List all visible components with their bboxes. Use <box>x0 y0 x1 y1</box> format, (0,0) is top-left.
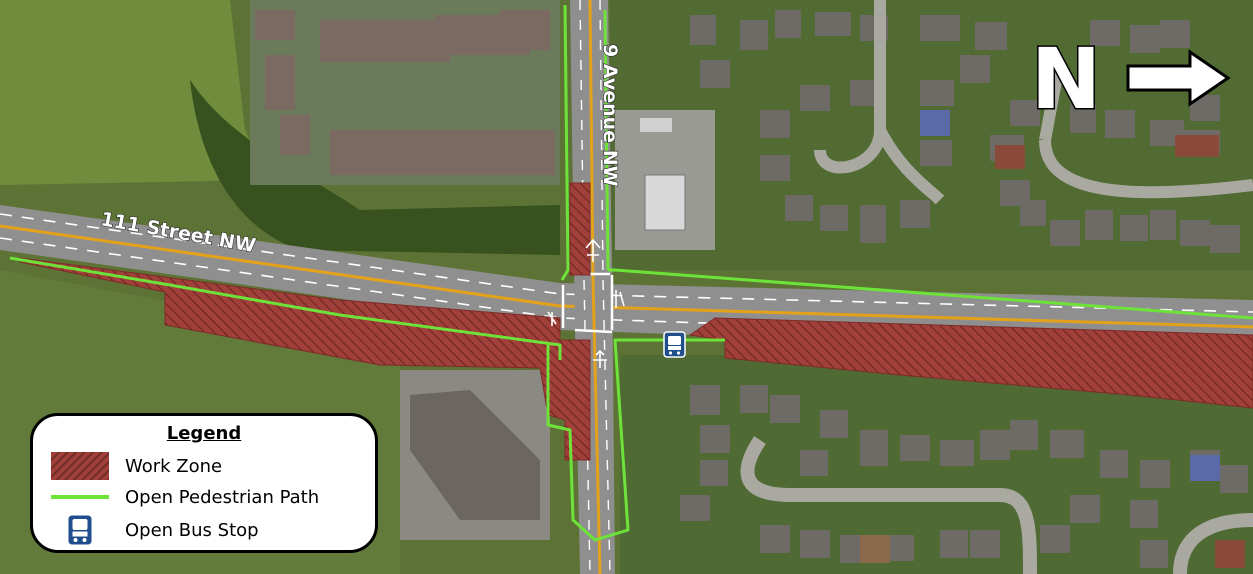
work-zone-north[interactable] <box>569 182 591 276</box>
legend-item-work-zone: Work Zone <box>51 451 222 481</box>
work-zone-swatch <box>51 452 109 480</box>
north-arrow: N <box>1029 29 1240 130</box>
houses-north <box>690 10 1240 253</box>
traffic-direction-markers <box>547 238 625 368</box>
bus-icon <box>51 515 109 545</box>
north-letter: N <box>1031 40 1101 115</box>
bus-stop-marker[interactable] <box>663 331 686 358</box>
arrow-right-icon <box>1126 49 1231 107</box>
pedestrian-path-avenue-west-north[interactable] <box>560 4 570 281</box>
legend-label: Work Zone <box>125 455 223 477</box>
pedestrian-path-street-north-east[interactable] <box>608 268 1253 320</box>
pedestrian-path-street-south-west[interactable] <box>9 256 562 360</box>
legend-item-pedestrian-path: Open Pedestrian Path <box>51 482 319 512</box>
work-zones[interactable] <box>19 182 1253 461</box>
tree-belt <box>190 80 560 255</box>
pedestrian-path-avenue-east-north[interactable] <box>603 9 610 271</box>
residential-streets-south <box>740 436 1253 574</box>
residential-streets-north <box>814 0 1253 205</box>
gas-station-canopy <box>644 174 686 231</box>
legend-label: Open Pedestrian Path <box>125 486 320 508</box>
legend-label: Open Bus Stop <box>125 519 259 541</box>
street-111-road <box>0 205 1253 355</box>
houses-south <box>680 385 1248 568</box>
legend-title: Legend <box>166 423 242 444</box>
avenue-9-label: 9 Avenue NW <box>599 44 621 187</box>
work-zone-east[interactable] <box>688 317 1253 409</box>
townhouses <box>255 10 555 175</box>
work-zone-west[interactable] <box>19 257 591 461</box>
gas-station-kiosk <box>640 118 672 132</box>
commercial-building <box>410 390 540 520</box>
pedestrian-paths[interactable] <box>9 4 1253 542</box>
pedestrian-path-avenue-south[interactable] <box>546 338 725 542</box>
map-legend: Legend Work Zone Open Pedestrian Path Op… <box>30 413 378 553</box>
pedestrian-path-swatch <box>51 495 109 499</box>
legend-item-bus-stop: Open Bus Stop <box>51 515 259 545</box>
